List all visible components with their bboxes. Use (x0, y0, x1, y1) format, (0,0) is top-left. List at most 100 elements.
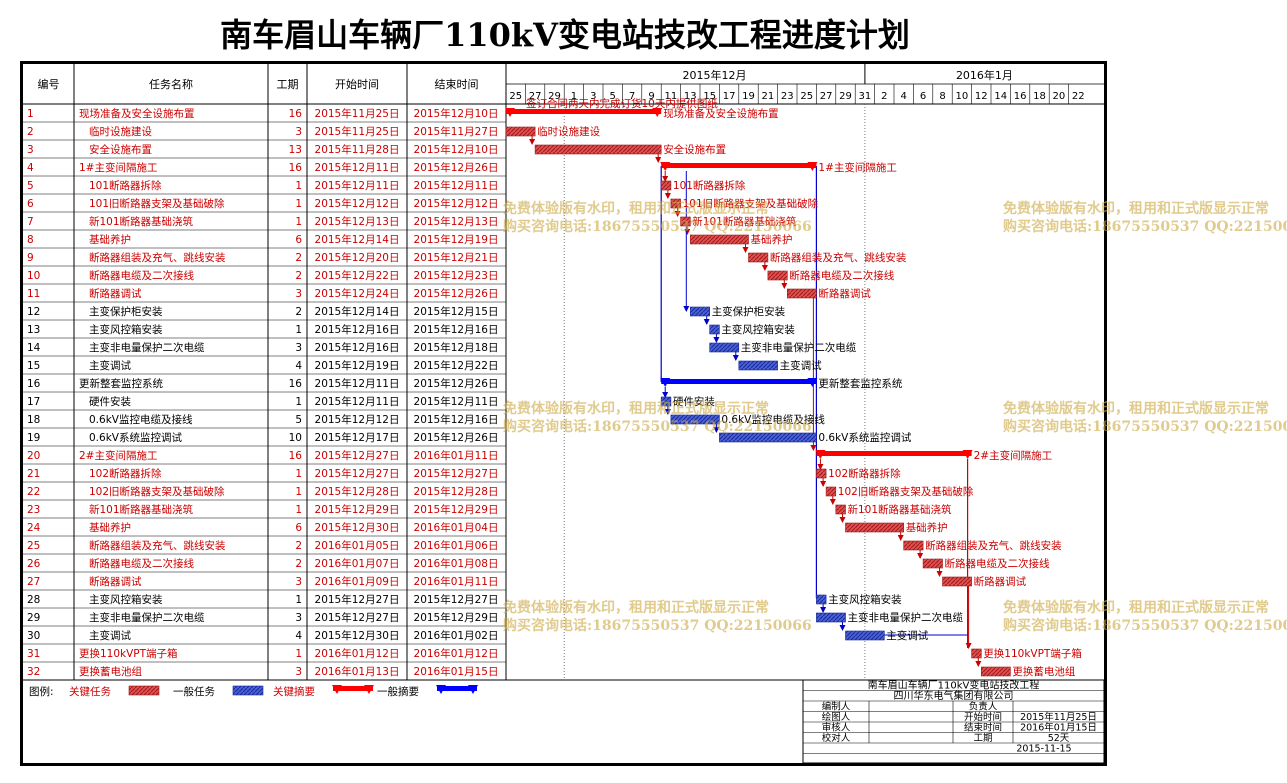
task-id: 25 (27, 540, 40, 552)
day-tick-label: 18 (1033, 91, 1046, 102)
task-end: 2015年12月28日 (414, 485, 499, 498)
task-start: 2015年12月27日 (315, 593, 400, 606)
legend-label: 关键任务 (69, 685, 111, 698)
bar-label: 断路器组装及充气、跳线安装 (925, 539, 1062, 552)
column-header-end: 结束时间 (435, 78, 479, 91)
task-name: 主变非电量保护二次电缆 (89, 341, 205, 354)
task-id: 4 (27, 162, 34, 174)
task-id: 5 (27, 180, 34, 192)
task-name: 2#主变间隔施工 (79, 449, 157, 462)
task-end: 2015年11月27日 (414, 125, 499, 138)
title-block-frame (802, 679, 1104, 763)
day-tick-label: 3 (590, 91, 596, 102)
summary-cap-left (815, 450, 826, 459)
task-id: 14 (27, 342, 41, 354)
day-tick-label: 19 (742, 91, 755, 102)
task-start: 2015年12月27日 (315, 611, 400, 624)
day-tick-label: 21 (762, 91, 775, 102)
task-duration: 1 (295, 594, 302, 606)
task-name: 更新整套监控系统 (79, 377, 163, 390)
task-end: 2015年12月22日 (414, 359, 499, 372)
task-name: 断路器组装及充气、跳线安装 (89, 251, 226, 264)
task-duration: 2 (295, 306, 302, 318)
summary-cap-right (807, 378, 818, 387)
task-bar-2 (505, 126, 536, 137)
task-end: 2016年01月06日 (414, 539, 499, 552)
task-name: 1#主变间隔施工 (79, 161, 157, 174)
bar-label: 基础养护 (906, 521, 948, 534)
task-duration: 1 (295, 648, 302, 660)
task-bar-30 (845, 630, 885, 641)
summary-cap-right (807, 162, 818, 171)
title-block-project: 南车眉山车辆厂110kV变电站技改工程 (868, 679, 1040, 692)
task-duration: 6 (295, 522, 302, 534)
task-id: 30 (27, 630, 40, 642)
day-tick-label: 27 (529, 91, 542, 102)
task-duration: 3 (295, 126, 302, 138)
task-duration: 1 (295, 324, 302, 336)
task-id: 12 (27, 306, 40, 318)
bar-label: 临时设施建设 (537, 125, 600, 138)
task-end: 2015年12月19日 (414, 233, 499, 246)
task-name: 断路器调试 (89, 575, 142, 588)
task-start: 2015年11月25日 (315, 125, 400, 138)
task-bar-32 (980, 666, 1011, 677)
task-bar-12 (689, 306, 710, 317)
task-end: 2015年12月26日 (414, 161, 499, 174)
task-bar-25 (903, 540, 924, 551)
day-tick-label: 17 (723, 91, 736, 102)
task-bar-14 (709, 342, 740, 353)
task-start: 2015年12月24日 (315, 287, 400, 300)
task-duration: 4 (295, 630, 302, 642)
task-id: 6 (27, 198, 34, 210)
task-name: 102断路器拆除 (89, 467, 162, 480)
task-duration: 3 (295, 342, 302, 354)
page-title: 南车眉山车辆厂110kV变电站技改工程进度计划 (220, 16, 910, 54)
summary-bar-16 (661, 379, 817, 384)
task-start: 2015年12月11日 (315, 179, 400, 192)
task-id: 28 (27, 594, 40, 606)
task-end: 2015年12月29日 (414, 611, 499, 624)
bar-label: 主变非电量保护二次电缆 (848, 611, 964, 624)
day-tick-label: 13 (684, 91, 697, 102)
task-start: 2015年12月30日 (315, 521, 400, 534)
day-tick-label: 25 (800, 91, 813, 102)
task-end: 2016年01月08日 (414, 557, 499, 570)
task-duration: 5 (295, 414, 302, 426)
day-tick-label: 15 (703, 91, 716, 102)
task-end: 2015年12月18日 (414, 341, 499, 354)
task-name: 主变非电量保护二次电缆 (89, 611, 205, 624)
day-tick-label: 10 (956, 91, 969, 102)
column-header-id: 编号 (38, 77, 60, 91)
bar-label: 更换蓄电池组 (1012, 665, 1075, 678)
task-bar-22 (825, 486, 837, 497)
task-duration: 2 (295, 558, 302, 570)
task-duration: 16 (289, 162, 303, 174)
task-end: 2015年12月27日 (414, 593, 499, 606)
task-bar-15 (738, 360, 778, 371)
title-block-role: 校对人 (822, 732, 851, 744)
task-bar-21 (816, 468, 827, 479)
legend-swatch-cap (332, 685, 342, 694)
task-duration: 1 (295, 216, 302, 228)
day-tick-label: 7 (629, 91, 635, 102)
bar-label: 主变调试 (780, 359, 822, 372)
bar-label: 断路器电缆及二次接线 (945, 557, 1050, 570)
task-bar-18 (670, 414, 720, 425)
task-id: 22 (27, 486, 40, 498)
title-block-role: 审核人 (822, 722, 851, 734)
day-tick-label: 29 (839, 91, 852, 102)
title-block-role: 编制人 (822, 701, 851, 713)
task-id: 2 (27, 126, 34, 138)
legend-label: 一般任务 (173, 685, 215, 698)
task-end: 2016年01月02日 (414, 629, 499, 642)
task-id: 31 (27, 648, 40, 660)
task-bar-8 (689, 234, 749, 245)
bar-label: 2#主变间隔施工 (974, 449, 1052, 462)
task-bar-26 (922, 558, 943, 569)
task-duration: 2 (295, 252, 302, 264)
task-bar-19 (719, 432, 817, 443)
day-tick-label: 6 (920, 91, 926, 102)
day-tick-label: 16 (1014, 91, 1027, 102)
